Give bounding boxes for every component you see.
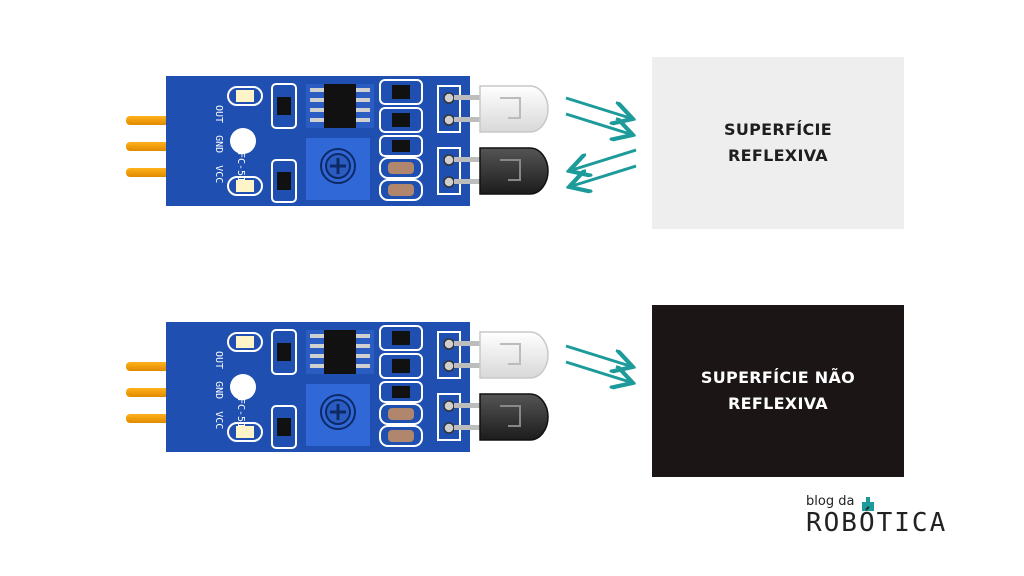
- blog-logo: blog da ROBÓTICA: [806, 494, 976, 550]
- pin-label-vcc: VCC: [213, 411, 224, 429]
- model-label: FC-51: [235, 152, 246, 182]
- led-pads: [437, 85, 461, 195]
- logo-big-text: ROBÓTICA: [806, 508, 948, 538]
- model-label: FC-51: [235, 398, 246, 428]
- smd-components-right: [379, 79, 423, 201]
- non-reflective-surface-label-line1: SUPERFÍCIE NÃO: [700, 368, 856, 387]
- smd-led-power: [227, 86, 263, 106]
- pin-label-out: OUT: [213, 351, 224, 369]
- pin-label-out: OUT: [213, 105, 224, 123]
- smd-led-output: [227, 176, 263, 196]
- ir-receiver-led: [454, 147, 549, 195]
- robot-head-icon: [862, 497, 874, 511]
- smd-components-right: [379, 325, 423, 447]
- mounting-hole: [230, 128, 256, 154]
- reflected-ir-arrows-top: [572, 148, 637, 186]
- mounting-hole: [230, 374, 256, 400]
- pin-label-gnd: GND: [213, 135, 224, 153]
- reflective-surface: SUPERFÍCIE REFLEXIVA: [652, 57, 904, 229]
- non-reflective-surface: SUPERFÍCIE NÃO REFLEXIVA: [652, 305, 904, 477]
- ir-sensor-module-bottom: OUT GND VCC FC-51: [126, 322, 549, 452]
- logo-small-text: blog da: [806, 494, 855, 509]
- pin-label-gnd: GND: [213, 381, 224, 399]
- ir-sensor-module-top: OUT GND VCC FC-51: [126, 76, 549, 206]
- emitted-ir-arrows-top: [565, 96, 630, 134]
- reflective-surface-label-line2: REFLEXIVA: [728, 146, 828, 165]
- svg-text:OUT GND VCC: OUT GND VCC: [213, 105, 224, 183]
- ir-receiver-led: [454, 393, 549, 441]
- ir-emitter-led: [454, 85, 549, 133]
- smd-led-output: [227, 422, 263, 442]
- led-pads: [437, 331, 461, 441]
- smd-resistor: [271, 83, 297, 203]
- pin-labels: OUT GND VCC: [213, 351, 224, 429]
- potentiometer: [306, 138, 370, 200]
- svg-text:OUT GND VCC: OUT GND VCC: [213, 351, 224, 429]
- ir-emitter-led: [454, 331, 549, 379]
- smd-led-power: [227, 332, 263, 352]
- non-reflective-surface-label-line2: REFLEXIVA: [728, 394, 828, 413]
- pin-labels: OUT GND VCC: [213, 105, 224, 183]
- comparator-ic: [306, 330, 374, 374]
- smd-resistor: [271, 329, 297, 449]
- pin-label-vcc: VCC: [213, 165, 224, 183]
- emitted-ir-arrows-bottom: [565, 344, 630, 382]
- comparator-ic: [306, 84, 374, 128]
- potentiometer: [306, 384, 370, 446]
- reflective-surface-label-line1: SUPERFÍCIE: [724, 120, 832, 139]
